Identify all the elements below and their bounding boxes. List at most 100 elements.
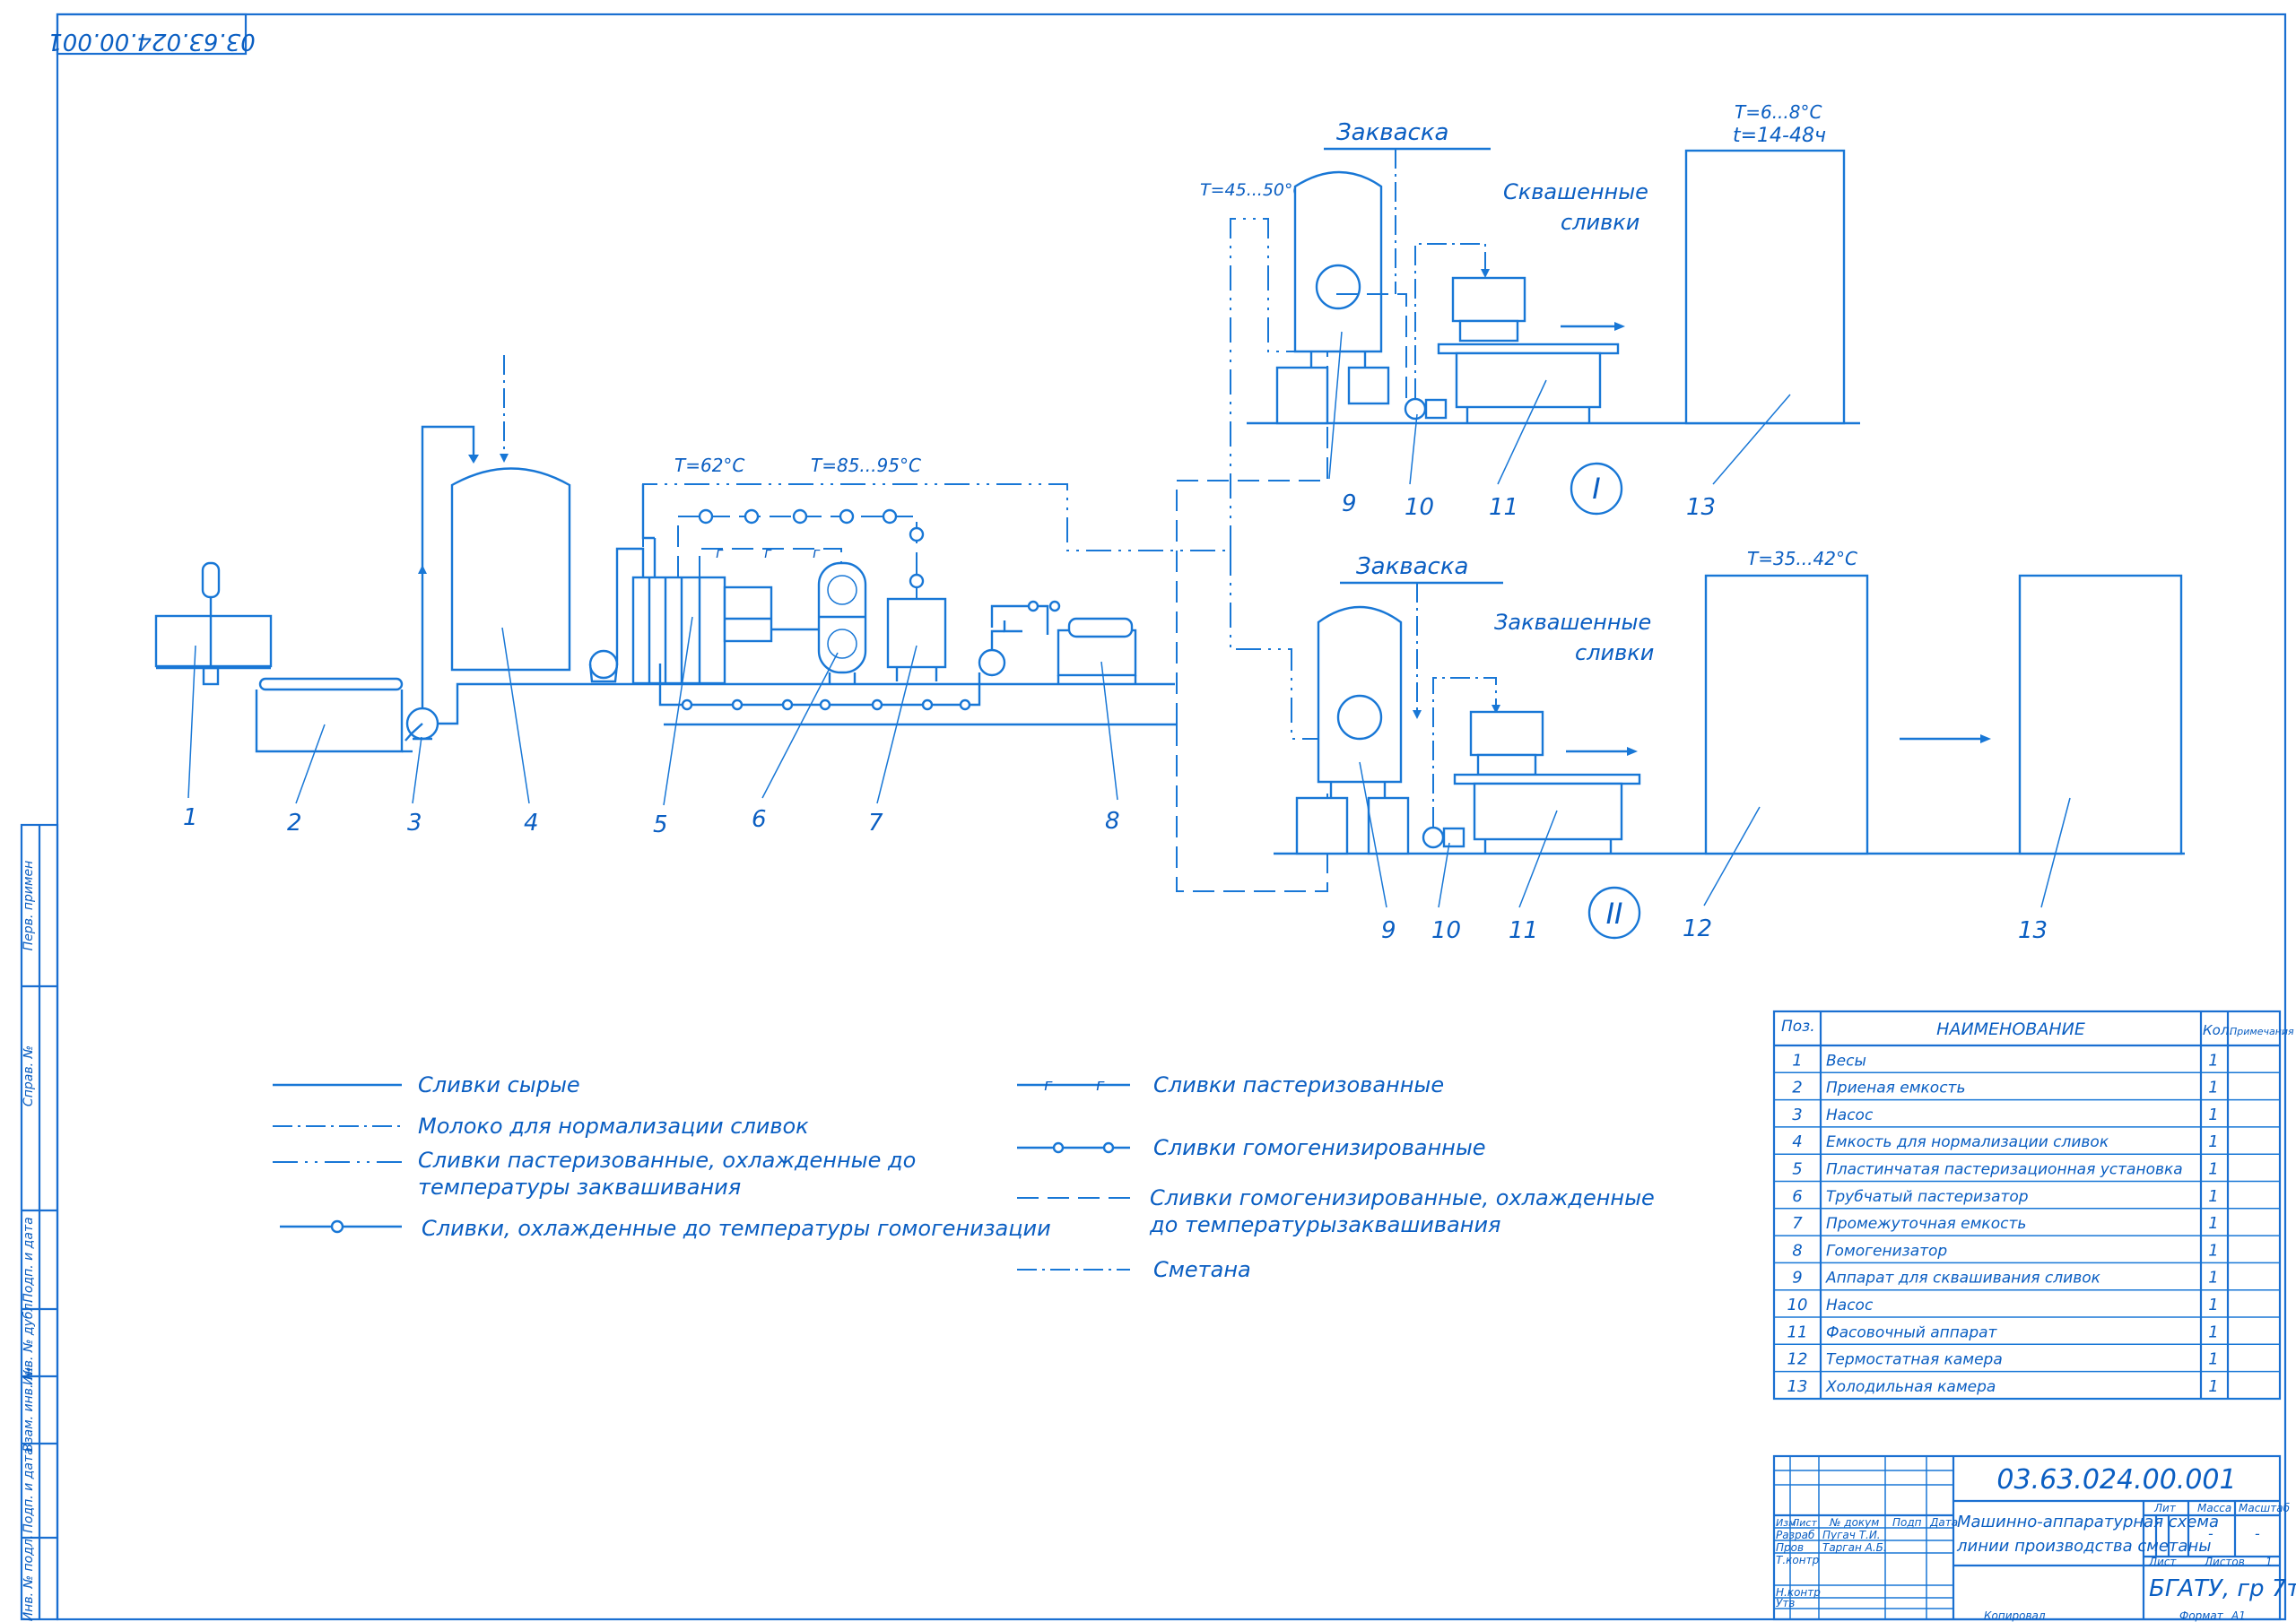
spec-row-name: Промежуточная емкость xyxy=(1826,1215,2026,1233)
pump-3 xyxy=(402,707,439,753)
spec-row-name: Гомогенизатор xyxy=(1826,1242,1947,1260)
roman-ii-circle xyxy=(1587,886,1641,940)
legend-milk-normalization: Молоко для нормализации сливок xyxy=(418,1114,809,1139)
tb-col-podp: Подп xyxy=(1892,1516,1922,1529)
tubular-pasteurizer-6 xyxy=(771,561,867,684)
pos-3: 3 xyxy=(407,810,422,837)
plate-pasteurizer-5 xyxy=(615,484,773,685)
cold-room-13-bottom xyxy=(2018,574,2183,855)
soured-cream-top-2: сливки xyxy=(1561,210,1639,235)
spec-row-pos: 6 xyxy=(1792,1187,1802,1206)
pos-4: 4 xyxy=(524,810,539,837)
tb-role-tkontr: Т.контр xyxy=(1776,1554,1820,1566)
spec-row-qty: 1 xyxy=(2208,1214,2218,1233)
homogenized-pipe-markers xyxy=(681,698,971,711)
roman-ii-label: II xyxy=(1606,897,1623,931)
packing-machine-11-top xyxy=(1437,276,1620,423)
spec-header-pos: Поз. xyxy=(1781,1018,1815,1036)
stamp-sprav-no: Справ. № xyxy=(22,1045,36,1106)
title-block: Изм Лист № докум Подп Дата Разраб Пугач … xyxy=(1772,1454,2296,1622)
legend-pasteurized: Сливки пастеризованные xyxy=(1153,1072,1444,1097)
spec-row-qty: 1 xyxy=(2208,1132,2218,1151)
roman-i-label: I xyxy=(1592,472,1600,506)
spec-row-qty: 1 xyxy=(2208,1241,2218,1260)
spec-row-qty: 1 xyxy=(2208,1296,2218,1314)
spec-row-qty: 1 xyxy=(2208,1106,2218,1124)
cooled-homogenization-markers xyxy=(698,508,925,589)
legend-homogenized-cooled-2: до температурызаквашивания xyxy=(1149,1212,1500,1237)
pos-bot-9: 9 xyxy=(1381,917,1396,944)
soured-cream-top-1: Сквашенные xyxy=(1503,179,1648,204)
cold-room-13-top xyxy=(1684,149,1846,425)
spec-row-name: Холодильная камера xyxy=(1825,1378,1996,1396)
legend-homogenized-cooled-1: Сливки гомогенизированные, охлажденные xyxy=(1150,1185,1655,1210)
tb-col-izm: Изм xyxy=(1776,1517,1796,1529)
pos-top-11: 11 xyxy=(1489,494,1518,521)
temp-fermenter-top: Т=45...50°С xyxy=(1200,180,1305,200)
drawing-frame xyxy=(56,13,2287,1621)
tb-razrab-name: Пугач Т.И. xyxy=(1822,1529,1881,1541)
pos-bot-12: 12 xyxy=(1683,915,1712,942)
cooled-homogenization-pipe xyxy=(677,516,918,599)
tb-role-prov: Пров xyxy=(1776,1541,1804,1554)
main-line: 1 2 3 4 5 6 7 8 Т=62°С Т=85...95°С г г г xyxy=(154,350,1328,892)
spec-row-qty: 1 xyxy=(2208,1160,2218,1179)
stamp-perv-primen: Перв. примен xyxy=(22,861,36,951)
tb-title-1: Машинно-аппаратурная схема xyxy=(1957,1513,2219,1531)
pos-7: 7 xyxy=(868,810,883,837)
tb-sheet: Лист xyxy=(2148,1556,2177,1568)
thermo-room-12 xyxy=(1704,574,1869,855)
cooled-fermentation-pipe xyxy=(642,483,1231,551)
roman-i-circle xyxy=(1570,462,1623,516)
tb-dash-massa: - xyxy=(2208,1525,2213,1542)
starter-top-label: Закваска xyxy=(1336,119,1449,146)
legend-g-mark-b: г xyxy=(1096,1076,1105,1095)
spec-row-name: Аппарат для сквашивания сливок xyxy=(1825,1270,2101,1288)
tb-sheets: Листов xyxy=(2204,1556,2245,1568)
tb-role-utv: Утв xyxy=(1776,1597,1795,1609)
fermenter-9-bottom xyxy=(1295,605,1410,855)
stamp-inv-dubl: Инв. № дубл. xyxy=(22,1299,36,1385)
pos-8: 8 xyxy=(1105,808,1120,835)
pos-1: 1 xyxy=(183,804,198,831)
stamp-podp-data-1: Подп. и дата xyxy=(22,1217,36,1302)
pos-5: 5 xyxy=(653,811,668,838)
starter-cream-bottom-2: сливки xyxy=(1575,640,1654,665)
spec-row-name: Приеная емкость xyxy=(1826,1080,1965,1097)
temp-cold-room-2: t=14-48ч xyxy=(1733,125,1826,147)
spec-row-qty: 1 xyxy=(2208,1269,2218,1288)
section-i: Закваска Т=45...50°С xyxy=(1200,101,1860,551)
tb-dash-masshtab: - xyxy=(2255,1525,2260,1542)
tb-sheets-value: 1 xyxy=(2266,1556,2273,1568)
spec-row-name: Пластинчатая пастеризационная установка xyxy=(1826,1161,2183,1179)
spec-row-pos: 2 xyxy=(1792,1079,1802,1097)
tb-role-razrab: Разраб xyxy=(1776,1529,1815,1541)
legend: Сливки сырые Молоко для нормализации сли… xyxy=(273,1072,1655,1282)
pump-pasteurizer-feed xyxy=(588,649,619,683)
spec-header-qty: Кол. xyxy=(2203,1022,2233,1038)
temp-thermo-room: Т=35...42°С xyxy=(1747,548,1857,569)
spec-row-name: Термостатная камера xyxy=(1826,1351,2003,1369)
receiving-tank-2 xyxy=(255,677,404,753)
spec-row-name: Насос xyxy=(1826,1297,1874,1314)
spec-row-qty: 1 xyxy=(2208,1187,2218,1206)
spec-row-qty: 1 xyxy=(2208,1323,2218,1341)
side-stamp-column: Перв. примен Справ. № Подп. и дата Инв. … xyxy=(20,823,59,1621)
pos-6: 6 xyxy=(752,806,767,833)
spec-row-pos: 12 xyxy=(1787,1350,1808,1369)
spec-row-pos: 4 xyxy=(1792,1132,1802,1151)
spec-row-pos: 11 xyxy=(1787,1323,1808,1341)
spec-row-name: Емкость для нормализации сливок xyxy=(1826,1133,2109,1151)
tb-title-2: линии производства сметаны xyxy=(1956,1537,2211,1556)
raw-cream-pipe xyxy=(438,682,1175,725)
spec-row-name: Насос xyxy=(1826,1106,1874,1124)
temp-pasteurizer-1: Т=62°С xyxy=(674,455,744,476)
spec-row-pos: 1 xyxy=(1792,1051,1802,1070)
pos-bot-13: 13 xyxy=(2018,917,2048,944)
pump-10-top xyxy=(1404,397,1448,421)
pos-bot-10: 10 xyxy=(1431,917,1461,944)
temp-pasteurizer-2: Т=85...95°С xyxy=(811,455,921,476)
g-mark-2: г xyxy=(764,544,772,561)
tb-kopiroval: Копировал xyxy=(1984,1609,2046,1622)
tb-prov-name: Тарган А.Б. xyxy=(1822,1541,1887,1554)
